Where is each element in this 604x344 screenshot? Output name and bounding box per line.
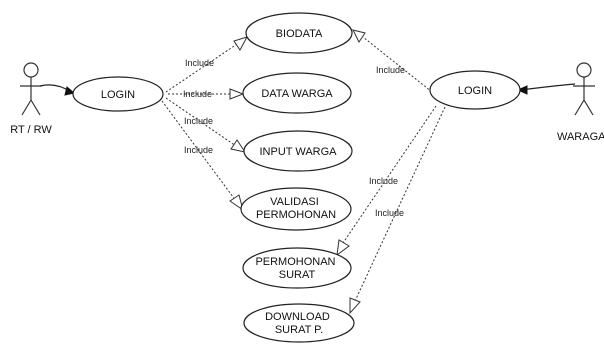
association-rt-rw-login — [39, 84, 76, 96]
use-case-ellipse — [242, 247, 352, 289]
use-case-label: LOGIN — [101, 89, 135, 101]
arrowhead-open — [230, 139, 247, 153]
actor-rt-rw-left-leg — [21, 99, 32, 116]
include-right-login-biodata: Include — [352, 29, 433, 93]
include-label: Include — [185, 58, 214, 68]
use-case-ellipse — [243, 130, 353, 172]
include-line — [161, 100, 237, 202]
include-label: Include — [184, 145, 213, 155]
include-line — [354, 106, 446, 302]
include-label: Include — [183, 89, 212, 99]
actor-rt-rw-right-leg — [30, 99, 41, 116]
use-case-ellipse — [242, 72, 352, 114]
include-login-validasi: Include — [161, 100, 244, 212]
include-label: Include — [184, 116, 213, 126]
actor-rt-rw-label: RT / RW — [10, 124, 52, 136]
association-waraga-login — [516, 83, 576, 95]
arrowhead-filled — [516, 85, 528, 95]
use-case-ellipse — [243, 303, 355, 343]
use-case-ellipse — [429, 70, 521, 110]
use-case-label: LOGIN — [458, 85, 492, 97]
use-case-biodata: BIODATA — [245, 12, 353, 54]
arrowhead-open — [229, 194, 244, 212]
use-case-validasi-permohonan: VALIDASI PERMOHONAN — [240, 187, 352, 231]
include-line — [342, 105, 437, 244]
use-case-label: DOWNLOAD SURAT P. — [265, 311, 333, 336]
actor-waraga-head — [576, 62, 592, 78]
use-case-label: BIODATA — [276, 28, 323, 40]
actor-waraga: WARAGA — [557, 62, 604, 143]
arrowhead-open — [336, 239, 350, 257]
arrowhead-open — [229, 88, 245, 100]
include-line — [165, 37, 247, 93]
use-case-download-surat: DOWNLOAD SURAT P. — [243, 303, 355, 343]
include-right-login-download: Include — [349, 106, 446, 315]
include-login-biodata: Include — [165, 36, 249, 93]
use-case-permohonan-surat: PERMOHONAN SURAT — [242, 247, 352, 289]
use-case-label: DATA WARGA — [261, 88, 333, 100]
use-case-login-right: LOGIN — [429, 70, 521, 110]
include-login-data-warga: Include — [168, 88, 245, 100]
include-label: Include — [369, 176, 398, 186]
use-case-ellipse — [240, 187, 352, 231]
actor-waraga-left-leg — [574, 99, 585, 116]
include-right-login-permohonan: Include — [336, 105, 437, 257]
use-case-data-warga: DATA WARGA — [242, 72, 352, 114]
arrowhead-open — [349, 297, 361, 315]
use-case-ellipse — [72, 76, 164, 112]
use-case-label: PERMOHONAN SURAT — [255, 256, 338, 281]
use-case-label: INPUT WARGA — [259, 146, 337, 158]
use-case-input-warga: INPUT WARGA — [243, 130, 353, 172]
use-case-login-left: LOGIN — [72, 76, 164, 112]
arrowhead-filled — [64, 86, 76, 96]
arrowhead-open — [233, 36, 249, 51]
use-case-label: VALIDASI PERMOHONAN — [256, 196, 336, 221]
actor-waraga-right-leg — [583, 99, 594, 116]
actor-rt-rw-head — [23, 62, 39, 78]
association-line — [520, 83, 576, 91]
include-login-input-warga: Include — [165, 97, 247, 153]
use-case-ellipse — [245, 12, 353, 54]
arrowhead-open — [352, 29, 366, 43]
include-line — [362, 36, 433, 93]
actor-waraga-label: WARAGA — [557, 131, 604, 143]
include-label: Include — [376, 65, 405, 75]
include-label: Include — [375, 208, 404, 218]
actor-rt-rw: RT / RW — [10, 62, 52, 136]
